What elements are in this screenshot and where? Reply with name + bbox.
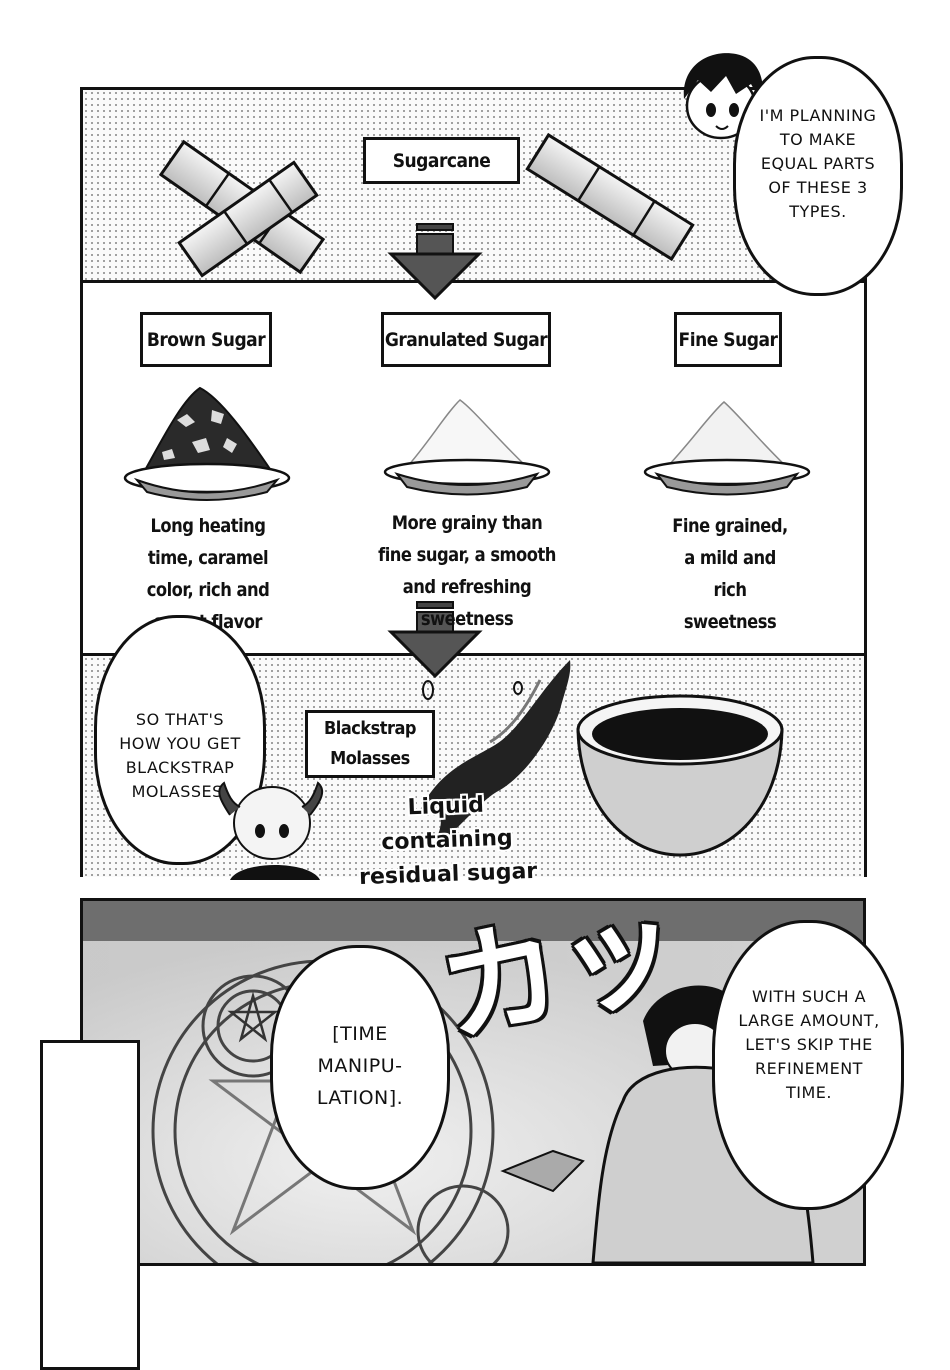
brown-sugar-description: Long heating time, caramel color, rich a… bbox=[146, 515, 270, 633]
fine-sugar-label: Fine Sugar bbox=[674, 312, 782, 367]
brown-sugar-dish-illustration bbox=[123, 386, 291, 501]
fine-sugar-description: Fine grained, a mild and rich sweetness bbox=[672, 515, 788, 633]
molasses-caption: Liquid containing residual sugar bbox=[358, 792, 538, 891]
observer-speech-text: So that's how you get blackstrap molasse… bbox=[119, 710, 241, 801]
narrator-speech-text: I'm planning to make equal parts of thes… bbox=[759, 106, 877, 221]
hero-speech-bubble bbox=[712, 920, 904, 1210]
brown-sugar-label: Brown Sugar bbox=[140, 312, 272, 367]
spell-speech-bubble bbox=[270, 945, 450, 1190]
fine-sugar-dish-illustration bbox=[643, 401, 811, 496]
granulated-sugar-dish-illustration bbox=[383, 399, 551, 496]
narrator-chibi-head bbox=[683, 53, 763, 140]
arrow-down-icon bbox=[387, 223, 483, 301]
observer-chibi-girl bbox=[218, 781, 324, 880]
arrow-down-icon bbox=[387, 601, 483, 679]
hero-speech-text: With such a large amount, let's skip the… bbox=[738, 987, 880, 1102]
granulated-sugar-label: Granulated Sugar bbox=[381, 312, 551, 367]
spell-speech-text: [Time Manipu-lation]. bbox=[316, 1023, 404, 1109]
narrator-speech-bubble bbox=[733, 56, 903, 296]
molasses-bowl-illustration bbox=[576, 694, 784, 857]
next-panel-edge bbox=[40, 1040, 140, 1370]
granulated-sugar-description: More grainy than fine sugar, a smooth an… bbox=[378, 512, 556, 630]
sugarcane-label: Sugarcane bbox=[363, 137, 520, 184]
blackstrap-molasses-label: Blackstrap Molasses bbox=[305, 710, 435, 778]
sugarcane-stalks-illustration bbox=[158, 132, 695, 278]
molasses-splash-illustration bbox=[420, 660, 571, 850]
